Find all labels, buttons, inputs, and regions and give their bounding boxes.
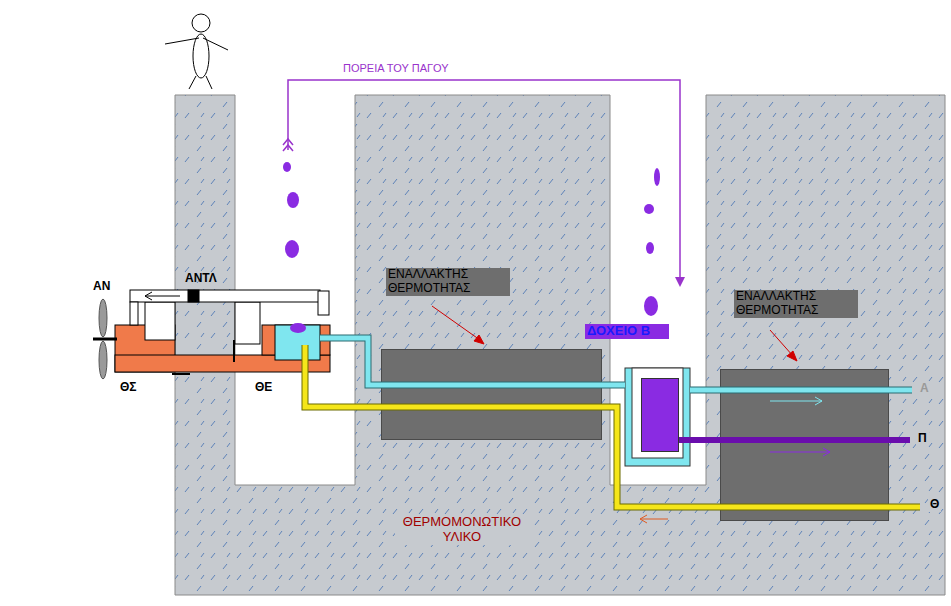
flow-arrow xyxy=(145,292,180,300)
pipe-label-text: Θ xyxy=(928,498,941,512)
ice-pieces xyxy=(283,162,660,316)
pump-label-text: ΑΝΤΛ xyxy=(185,272,217,286)
flow-arrows xyxy=(640,397,830,523)
ice-piece xyxy=(290,323,306,333)
path-label-text: ΠΟΡΕΙΑ ΤΟΥ ΠΑΓΟΥ xyxy=(343,62,449,75)
pump-apparatus xyxy=(115,290,330,374)
heat-exchanger: ΕΝΑΛΛΑΚΤΗΣ ΘΕΡΜΟΤΗΤΑΣ xyxy=(720,369,889,521)
person-figure xyxy=(165,14,228,89)
pipe-lines xyxy=(305,338,920,507)
pipe-label-text: Π xyxy=(916,432,929,446)
pipe-label-text: Α xyxy=(918,382,931,396)
leader-arrows xyxy=(432,306,797,361)
fan-symbol xyxy=(93,299,117,379)
arrowhead xyxy=(675,277,685,287)
insulation-body xyxy=(175,95,945,595)
container-jacket xyxy=(625,368,690,466)
heat-exchanger-text: ΕΝΑΛΛΑΚΤΗΣ ΘΕΡΜΟΤΗΤΑΣ xyxy=(734,290,858,318)
heat-exchanger-text: ΕΝΑΛΛΑΚΤΗΣ ΘΕΡΜΟΤΗΤΑΣ xyxy=(386,268,510,296)
container-inner xyxy=(632,368,683,458)
tank-label-text: ΘΣ xyxy=(120,381,137,395)
fan-label-text: ΑΝ xyxy=(93,280,110,294)
container-b: ΔΟΧΕΙΟ Β xyxy=(641,378,679,452)
material-label-text: ΘΕΡΜΟΜΟΝΩΤΙΚΟ ΥΛΙΚΟ xyxy=(395,515,529,545)
ice-path-line xyxy=(283,80,680,283)
heat-exchanger: ΕΝΑΛΛΑΚΤΗΣ ΘΕΡΜΟΤΗΤΑΣ xyxy=(381,349,602,440)
container-b-text: ΔΟΧΕΙΟ Β xyxy=(585,324,669,339)
tank-label-text: ΘΕ xyxy=(255,381,272,395)
